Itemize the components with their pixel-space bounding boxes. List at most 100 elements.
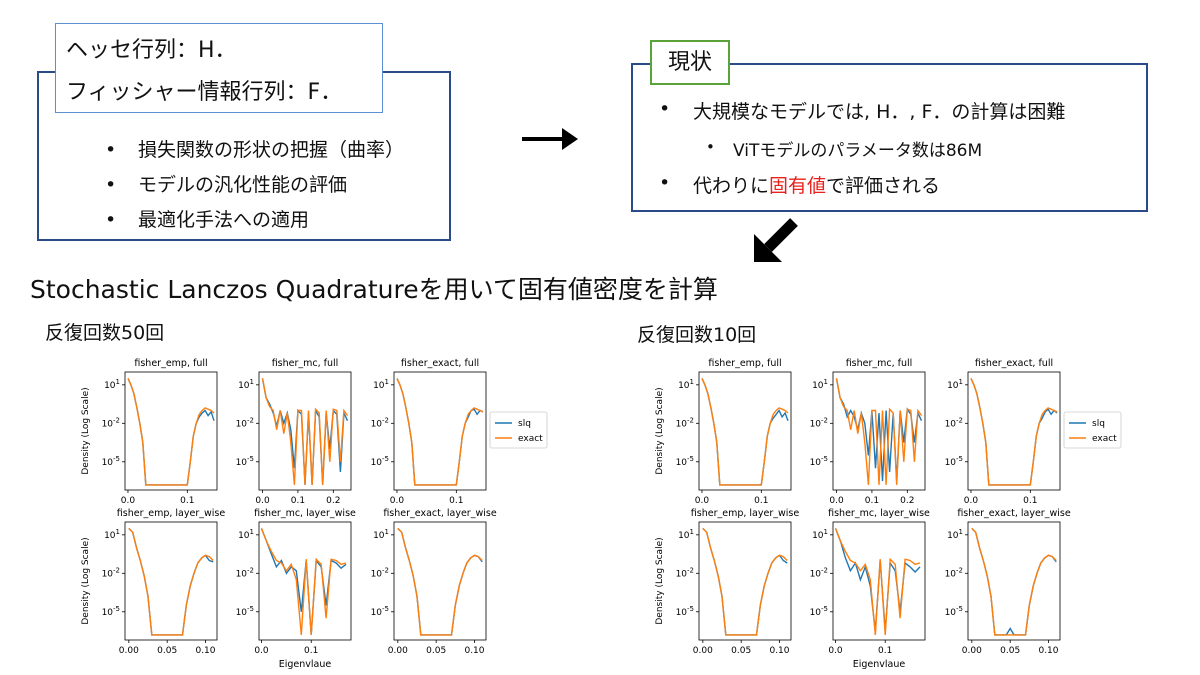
x-tick-label: 0.10 [1038,646,1058,656]
y-tick-label: 101 [678,378,694,391]
down-left-arrow-icon [754,218,798,262]
y-tick-label: 101 [947,378,963,391]
legend-box [1063,411,1122,449]
plot-title: fisher_emp, layer_wise [691,508,800,519]
y-tick-label: 10-5 [945,455,963,468]
legend-box [489,411,548,449]
plot-title: fisher_emp, full [134,358,207,369]
y-tick-label: 10-2 [102,566,120,579]
plot-title: fisher_mc, layer_wise [254,508,356,519]
y-tick-label: 10-2 [371,416,389,429]
y-tick-label: 101 [678,528,694,541]
x-tick-label: 0.00 [388,646,408,656]
plot-title: fisher_emp, layer_wise [117,508,226,519]
y-tick-label: 10-5 [236,455,254,468]
y-tick-label: 10-5 [236,605,254,618]
x-tick-label: 0.10 [464,646,484,656]
status-title: 現状 [667,50,712,75]
series-line-exact [396,378,484,486]
plot-title: fisher_mc, layer_wise [828,508,930,519]
x-tick-label: 0.1 [291,496,305,506]
x-tick-label: 0.1 [754,496,768,506]
plot-frame [698,371,792,491]
plot-title: fisher_emp, full [708,358,781,369]
x-tick-label: 0.00 [693,646,713,656]
x-tick-label: 0.2 [900,496,914,506]
y-tick-label: 10-2 [810,416,828,429]
plot-frame [967,521,1061,641]
y-tick-label: 10-5 [676,605,694,618]
bullet-dot: • [706,138,715,156]
x-tick-label: 0.2 [326,496,340,506]
x-tick-label: 0.10 [769,646,789,656]
x-tick-label: 0.1 [180,496,194,506]
x-tick-label: 0.1 [304,646,318,656]
y-axis-label: Density (Log Scale) [655,387,665,474]
x-tick-label: 0.0 [255,496,270,506]
plot-frame [967,371,1061,491]
y-tick-label: 10-2 [676,566,694,579]
y-tick-label: 10-5 [102,605,120,618]
plot-title: fisher_exact, full [975,358,1053,369]
y-tick-label: 101 [238,378,254,391]
plot-frame [698,521,792,641]
y-tick-label: 10-5 [945,605,963,618]
x-tick-label: 0.0 [121,496,136,506]
x-tick-label: 0.1 [878,646,892,656]
y-tick-label: 10-5 [676,455,694,468]
x-tick-label: 0.10 [195,646,215,656]
x-tick-label: 0.1 [865,496,879,506]
y-tick-label: 10-2 [236,566,254,579]
x-tick-label: 0.1 [1023,496,1037,506]
x-axis-label: Eigenvlaue [279,659,332,670]
right-line-1: 大規模なモデルでは, H．, F．の計算は困難 [693,101,1066,123]
series-line-exact [702,527,788,636]
plot-frame [832,521,926,641]
y-axis-label: Density (Log Scale) [655,537,665,624]
group-label-50: 反復回数50回 [45,322,165,344]
plot-title: fisher_exact, layer_wise [957,508,1071,519]
hessian-title: ヘッセ行列：H． [66,38,237,63]
series-line-exact [260,528,347,635]
x-tick-label: 0.1 [449,496,463,506]
left-title-box: ヘッセ行列：H． フィッシャー情報行列：F． [55,23,383,113]
y-tick-label: 10-2 [945,566,963,579]
y-tick-label: 10-2 [676,416,694,429]
legend-label: slq [518,419,531,429]
y-axis-label: Density (Log Scale) [81,387,91,474]
series-line-exact [971,527,1057,636]
bullet-dot: • [659,98,671,120]
series-line-exact [970,378,1058,486]
legend-label: slq [1092,419,1105,429]
headline: Stochastic Lanczos Quadratureを用いて固有値密度を計… [30,275,718,304]
right-line-3: 代わりに固有値で評価される [693,171,940,198]
y-tick-label: 10-2 [810,566,828,579]
series-line-slq [260,528,347,635]
y-tick-label: 101 [812,528,828,541]
line3-prefix: 代わりに [693,175,770,197]
status-title-box: 現状 [650,40,730,85]
y-tick-label: 10-5 [102,455,120,468]
plot-frame [393,521,487,641]
y-tick-label: 101 [373,378,389,391]
plot-title: fisher_exact, full [401,358,479,369]
x-axis-label: Eigenvlaue [853,659,906,670]
plot-frame [124,371,218,491]
plot-title: fisher_exact, layer_wise [383,508,497,519]
plot-title: fisher_mc, full [846,358,913,369]
plot-frame [124,521,218,641]
right-info-box: • 大規模なモデルでは, H．, F．の計算は困難 • ViTモデルのパラメータ… [631,63,1148,212]
y-tick-label: 10-2 [102,416,120,429]
right-line-2: ViTモデルのパラメータ数は86M [733,141,983,161]
fisher-title: フィッシャー情報行列：F． [66,80,343,105]
eigenvalue-highlight: 固有値 [769,175,827,197]
line3-suffix: で評価される [826,175,941,197]
legend-label: exact [1092,434,1117,444]
bullet-dot: • [659,172,671,194]
left-bullet: 損失関数の形状の把握（曲率） [105,133,404,168]
y-tick-label: 101 [812,378,828,391]
left-info-box: 損失関数の形状の把握（曲率） モデルの汎化性能の評価 最適化手法への適用 [37,71,451,241]
x-tick-label: 0.0 [254,646,269,656]
y-tick-label: 101 [104,378,120,391]
